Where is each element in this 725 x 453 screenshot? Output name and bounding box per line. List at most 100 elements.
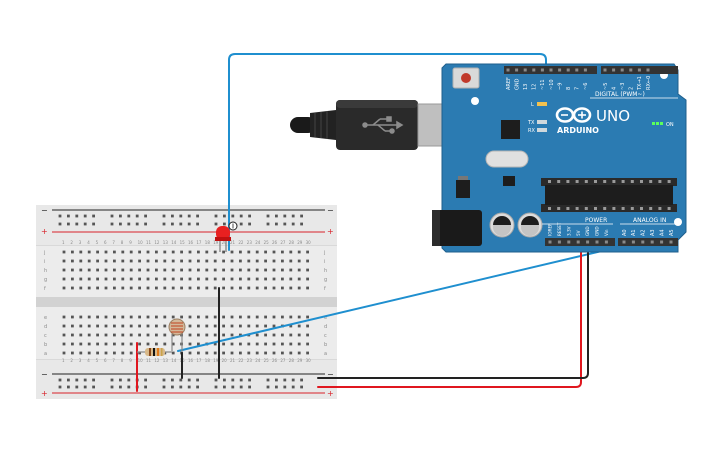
breadboard-hole[interactable] [281,342,284,346]
digital-pin-hole[interactable] [612,68,616,72]
rail-hole[interactable] [110,222,114,226]
photoresistor[interactable] [168,318,186,351]
rail-hole[interactable] [223,222,226,226]
breadboard-hole[interactable] [138,324,141,328]
breadboard-hole[interactable] [239,250,242,254]
rail-hole[interactable] [83,214,87,218]
breadboard-hole[interactable] [197,342,200,346]
breadboard-hole[interactable] [62,277,66,281]
breadboard-hole[interactable] [163,324,167,328]
breadboard-hole[interactable] [222,259,225,263]
rail-hole[interactable] [275,222,278,226]
power-pin-hole[interactable] [595,240,599,244]
breadboard-hole[interactable] [146,277,150,281]
breadboard-hole[interactable] [272,351,276,355]
breadboard-hole[interactable] [79,268,83,272]
breadboard-hole[interactable] [222,268,225,272]
rail-hole[interactable] [92,222,95,226]
breadboard-hole[interactable] [163,277,167,281]
breadboard-hole[interactable] [213,250,217,254]
breadboard-hole[interactable] [155,342,158,346]
breadboard-hole[interactable] [113,333,116,337]
power-pin-hole[interactable] [586,240,590,244]
rail-hole[interactable] [92,214,95,218]
breadboard-hole[interactable] [213,351,217,355]
rail-hole[interactable] [144,222,147,226]
power-pin-hole[interactable] [557,240,561,244]
breadboard-hole[interactable] [222,315,225,319]
breadboard-hole[interactable] [272,342,276,346]
breadboard-hole[interactable] [79,342,83,346]
breadboard-hole[interactable] [197,277,200,281]
analog-pin-hole[interactable] [622,240,626,244]
rail-hole[interactable] [162,222,166,226]
breadboard-hole[interactable] [272,324,276,328]
rail-hole[interactable] [162,378,166,382]
breadboard-hole[interactable] [96,351,99,355]
breadboard-hole[interactable] [71,286,74,290]
rail-hole[interactable] [248,378,251,382]
rail-hole[interactable] [196,385,199,389]
breadboard-hole[interactable] [180,286,183,290]
breadboard-hole[interactable] [289,259,293,263]
rail-hole[interactable] [127,378,131,382]
breadboard-hole[interactable] [230,333,234,337]
breadboard-hole[interactable] [87,286,91,290]
rail-hole[interactable] [291,378,295,382]
breadboard-hole[interactable] [113,315,116,319]
breadboard-hole[interactable] [297,277,301,281]
breadboard-hole[interactable] [213,277,217,281]
breadboard-hole[interactable] [289,351,293,355]
breadboard-hole[interactable] [171,259,175,263]
breadboard-hole[interactable] [121,259,125,263]
rail-hole[interactable] [58,222,62,226]
breadboard-hole[interactable] [180,268,183,272]
breadboard-hole[interactable] [129,250,133,254]
breadboard-hole[interactable] [113,351,116,355]
breadboard-hole[interactable] [188,333,192,337]
breadboard-hole[interactable] [171,315,175,319]
rail-hole[interactable] [162,385,166,389]
breadboard-hole[interactable] [87,333,91,337]
breadboard-hole[interactable] [171,277,175,281]
rail-hole[interactable] [75,214,79,218]
breadboard-hole[interactable] [255,259,259,263]
breadboard-hole[interactable] [79,333,83,337]
breadboard-hole[interactable] [230,268,234,272]
breadboard-hole[interactable] [121,333,125,337]
breadboard-hole[interactable] [213,333,217,337]
breadboard-hole[interactable] [213,324,217,328]
breadboard-hole[interactable] [146,250,150,254]
breadboard-hole[interactable] [129,333,133,337]
breadboard-hole[interactable] [71,333,74,337]
rail-hole[interactable] [171,378,174,382]
breadboard-hole[interactable] [222,351,225,355]
rail-hole[interactable] [67,214,70,218]
digital-pin-hole[interactable] [532,68,536,72]
breadboard-hole[interactable] [264,315,267,319]
breadboard-hole[interactable] [104,268,108,272]
breadboard-hole[interactable] [247,315,251,319]
breadboard-hole[interactable] [188,324,192,328]
breadboard-hole[interactable] [138,351,141,355]
breadboard-hole[interactable] [138,250,141,254]
breadboard-hole[interactable] [62,315,66,319]
rail-hole[interactable] [110,385,114,389]
rail-hole[interactable] [275,378,278,382]
rail-hole[interactable] [119,385,122,389]
breadboard-hole[interactable] [264,277,267,281]
rail-hole[interactable] [300,385,303,389]
rail-hole[interactable] [231,378,235,382]
breadboard-hole[interactable] [239,315,242,319]
breadboard-hole[interactable] [230,250,234,254]
wire-led-to-pin13[interactable] [228,53,547,229]
rail-hole[interactable] [196,214,199,218]
breadboard-hole[interactable] [87,259,91,263]
breadboard-hole[interactable] [129,342,133,346]
breadboard-hole[interactable] [306,351,309,355]
breadboard-hole[interactable] [264,351,267,355]
rail-hole[interactable] [92,378,95,382]
breadboard-hole[interactable] [129,286,133,290]
breadboard-hole[interactable] [155,268,158,272]
